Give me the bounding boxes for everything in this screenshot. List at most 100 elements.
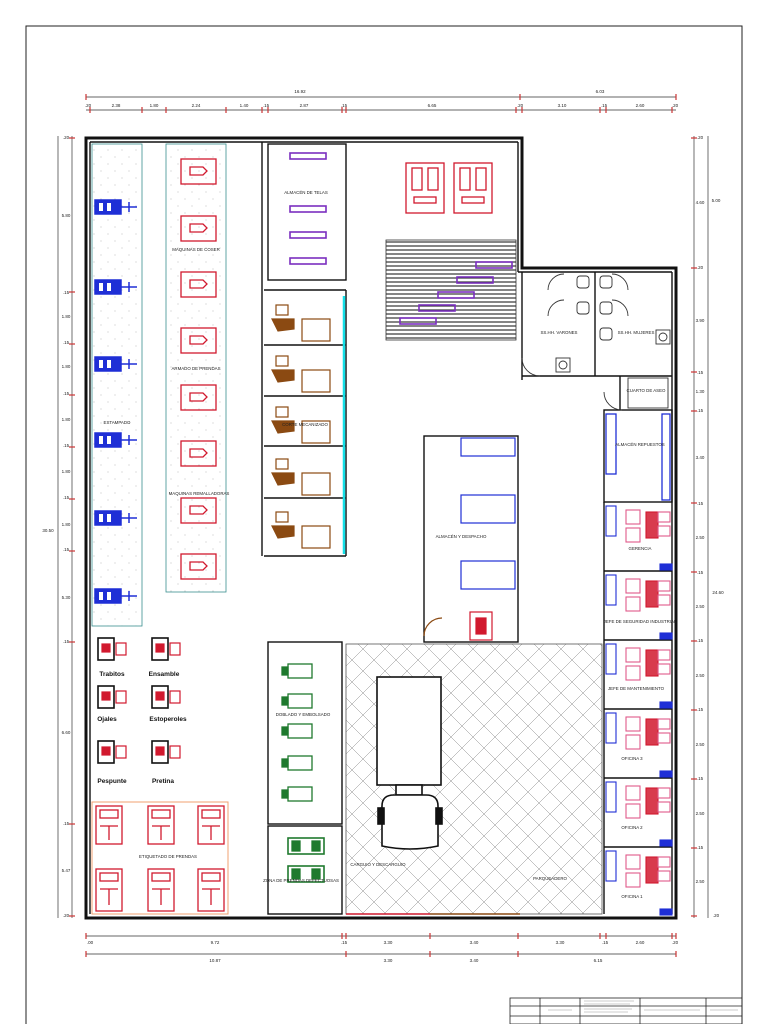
title-block bbox=[509, 997, 743, 1024]
dim-right: .20 bbox=[697, 135, 704, 140]
office-furniture bbox=[605, 505, 673, 916]
dim-bottom: 3.30 bbox=[556, 940, 565, 945]
dim-top: 6.65 bbox=[428, 103, 437, 108]
label-gerencia: GERENCIA bbox=[629, 546, 652, 551]
dim-top: 3.10 bbox=[558, 103, 567, 108]
sheet-border bbox=[25, 25, 743, 1024]
bottom-dimensions: .00 9.72 .15 3.30 3.40 3.30 .15 2.60 .20… bbox=[85, 933, 679, 963]
estampado-machines bbox=[94, 199, 137, 604]
left-dimensions: 30.50 .20 5.80 .15 1.80 .15 1.80 .15 1.8… bbox=[42, 135, 75, 918]
truck bbox=[376, 676, 443, 850]
dim-bottom: .15 bbox=[341, 940, 348, 945]
dim-right: .15 bbox=[697, 638, 704, 643]
dim-bottom: 6.15 bbox=[594, 958, 603, 963]
label-pretina: Pretina bbox=[152, 778, 174, 785]
fabric-rolls bbox=[289, 152, 513, 325]
dim-right: 1.30 bbox=[696, 389, 705, 394]
dim-left: 1.80 bbox=[62, 522, 71, 527]
top-dimensions: 16.92 6.03 .20 2.38 1.80 2.24 1.40 .15 2… bbox=[85, 89, 679, 113]
dim-right: 2.50 bbox=[696, 535, 705, 540]
label-maquinas-remalladoras: MAQUINAS REMALLADORAS bbox=[169, 491, 230, 496]
folding-tables bbox=[281, 663, 325, 883]
dim-left: 1.80 bbox=[62, 314, 71, 319]
label-almacen-telas: ALMACÉN DE TELAS bbox=[284, 190, 328, 195]
sewing-machine bbox=[180, 327, 217, 354]
dim-right: .15 bbox=[697, 845, 704, 850]
label-cuarto-aseo: CUARTO DE ASEO bbox=[627, 388, 666, 393]
dim-right: .15 bbox=[697, 408, 704, 413]
labeling-tables bbox=[95, 805, 225, 912]
dim-bottom: 3.40 bbox=[470, 958, 479, 963]
label-bano-varones: SS.HH. VARONES bbox=[540, 330, 577, 335]
dim-bottom: 9.72 bbox=[211, 940, 220, 945]
label-doblado-embolsado: DOBLADO Y EMBOLSADO bbox=[276, 712, 331, 717]
dim-bottom: .00 bbox=[87, 940, 94, 945]
label-pespunte: Pespunte bbox=[97, 778, 127, 785]
label-oficina1: OFICINA 1 bbox=[621, 894, 643, 899]
dim-left: .15 bbox=[63, 443, 70, 448]
dim-right: .15 bbox=[697, 570, 704, 575]
dim-right: .15 bbox=[697, 370, 704, 375]
dim-right: 2.50 bbox=[696, 879, 705, 884]
dispatch-shelves bbox=[423, 437, 516, 641]
label-oficina2: OFICINA 2 bbox=[621, 825, 643, 830]
dim-top: .20 bbox=[517, 103, 524, 108]
dim-right: 5.00 bbox=[712, 198, 721, 203]
dim-right: .15 bbox=[697, 707, 704, 712]
dim-top: 2.24 bbox=[192, 103, 201, 108]
dim-left: 1.80 bbox=[62, 469, 71, 474]
inner-walls bbox=[89, 141, 673, 915]
dim-left: 5.30 bbox=[62, 595, 71, 600]
dim-top: .20 bbox=[672, 103, 679, 108]
dim-right: 2.50 bbox=[696, 811, 705, 816]
dim-left: .15 bbox=[63, 821, 70, 826]
dim-top-total-b: 6.03 bbox=[596, 89, 605, 94]
label-etiquetado: ETIQUETADO DE PRENDAS bbox=[139, 854, 197, 859]
printing-press bbox=[94, 279, 137, 295]
dim-right: .20 bbox=[713, 913, 720, 918]
label-zona-defectuosas: ZONA DE PRENDAS DEFECTUOSAS bbox=[263, 878, 339, 883]
dim-right: 3.40 bbox=[696, 455, 705, 460]
dim-left: .15 bbox=[63, 340, 70, 345]
spare-parts-shelves bbox=[605, 413, 671, 501]
dim-top: 1.40 bbox=[240, 103, 249, 108]
dim-right: 2.50 bbox=[696, 604, 705, 609]
dim-left: .20 bbox=[63, 913, 70, 918]
label-bano-mujeres: SS.HH. MUJERES bbox=[618, 330, 655, 335]
sewing-machines bbox=[180, 158, 217, 580]
dim-left: .15 bbox=[63, 391, 70, 396]
right-dimensions: 24.60 .20 4.60 5.00 .20 3.90 .15 1.30 .1… bbox=[691, 135, 724, 918]
sewing-machine bbox=[180, 497, 217, 524]
station-machines bbox=[97, 637, 181, 764]
printing-press bbox=[94, 356, 137, 372]
dim-left: .15 bbox=[63, 547, 70, 552]
estampado-zone bbox=[91, 143, 143, 627]
dim-right-total: 24.60 bbox=[712, 590, 724, 595]
label-ensamble: Ensamble bbox=[149, 671, 180, 678]
label-almacen-despacho: ALMACÉN Y DESPACHO bbox=[436, 534, 487, 539]
bathroom-fixtures bbox=[521, 273, 671, 411]
label-maquinas-coser: MAQUINAS DE COSER bbox=[172, 247, 220, 252]
sewing-machine bbox=[180, 384, 217, 411]
dim-right: 2.50 bbox=[696, 673, 705, 678]
etiquetado-zone bbox=[91, 801, 229, 915]
label-corte-mecanizado: CORTE MECANIZADO bbox=[282, 422, 328, 427]
dim-left-total: 30.50 bbox=[42, 528, 54, 533]
dim-bottom: 10.87 bbox=[209, 958, 221, 963]
dim-left: .15 bbox=[63, 290, 70, 295]
dim-top-total-a: 16.92 bbox=[294, 89, 306, 94]
label-estoperoles: Estoperoles bbox=[149, 716, 187, 723]
dim-left: 5.80 bbox=[62, 213, 71, 218]
sewing-machine bbox=[180, 215, 217, 242]
dim-bottom: .15 bbox=[602, 940, 609, 945]
label-estampado: ESTAMPADO bbox=[104, 420, 131, 425]
cutting-tables bbox=[271, 304, 331, 549]
dim-right: 4.60 bbox=[696, 200, 705, 205]
label-ojales: Ojales bbox=[97, 716, 117, 723]
wood-deck bbox=[385, 239, 517, 341]
dim-left: 1.80 bbox=[62, 417, 71, 422]
sewing-machine bbox=[180, 553, 217, 580]
dim-bottom: 3.40 bbox=[470, 940, 479, 945]
dim-top: .20 bbox=[85, 103, 92, 108]
